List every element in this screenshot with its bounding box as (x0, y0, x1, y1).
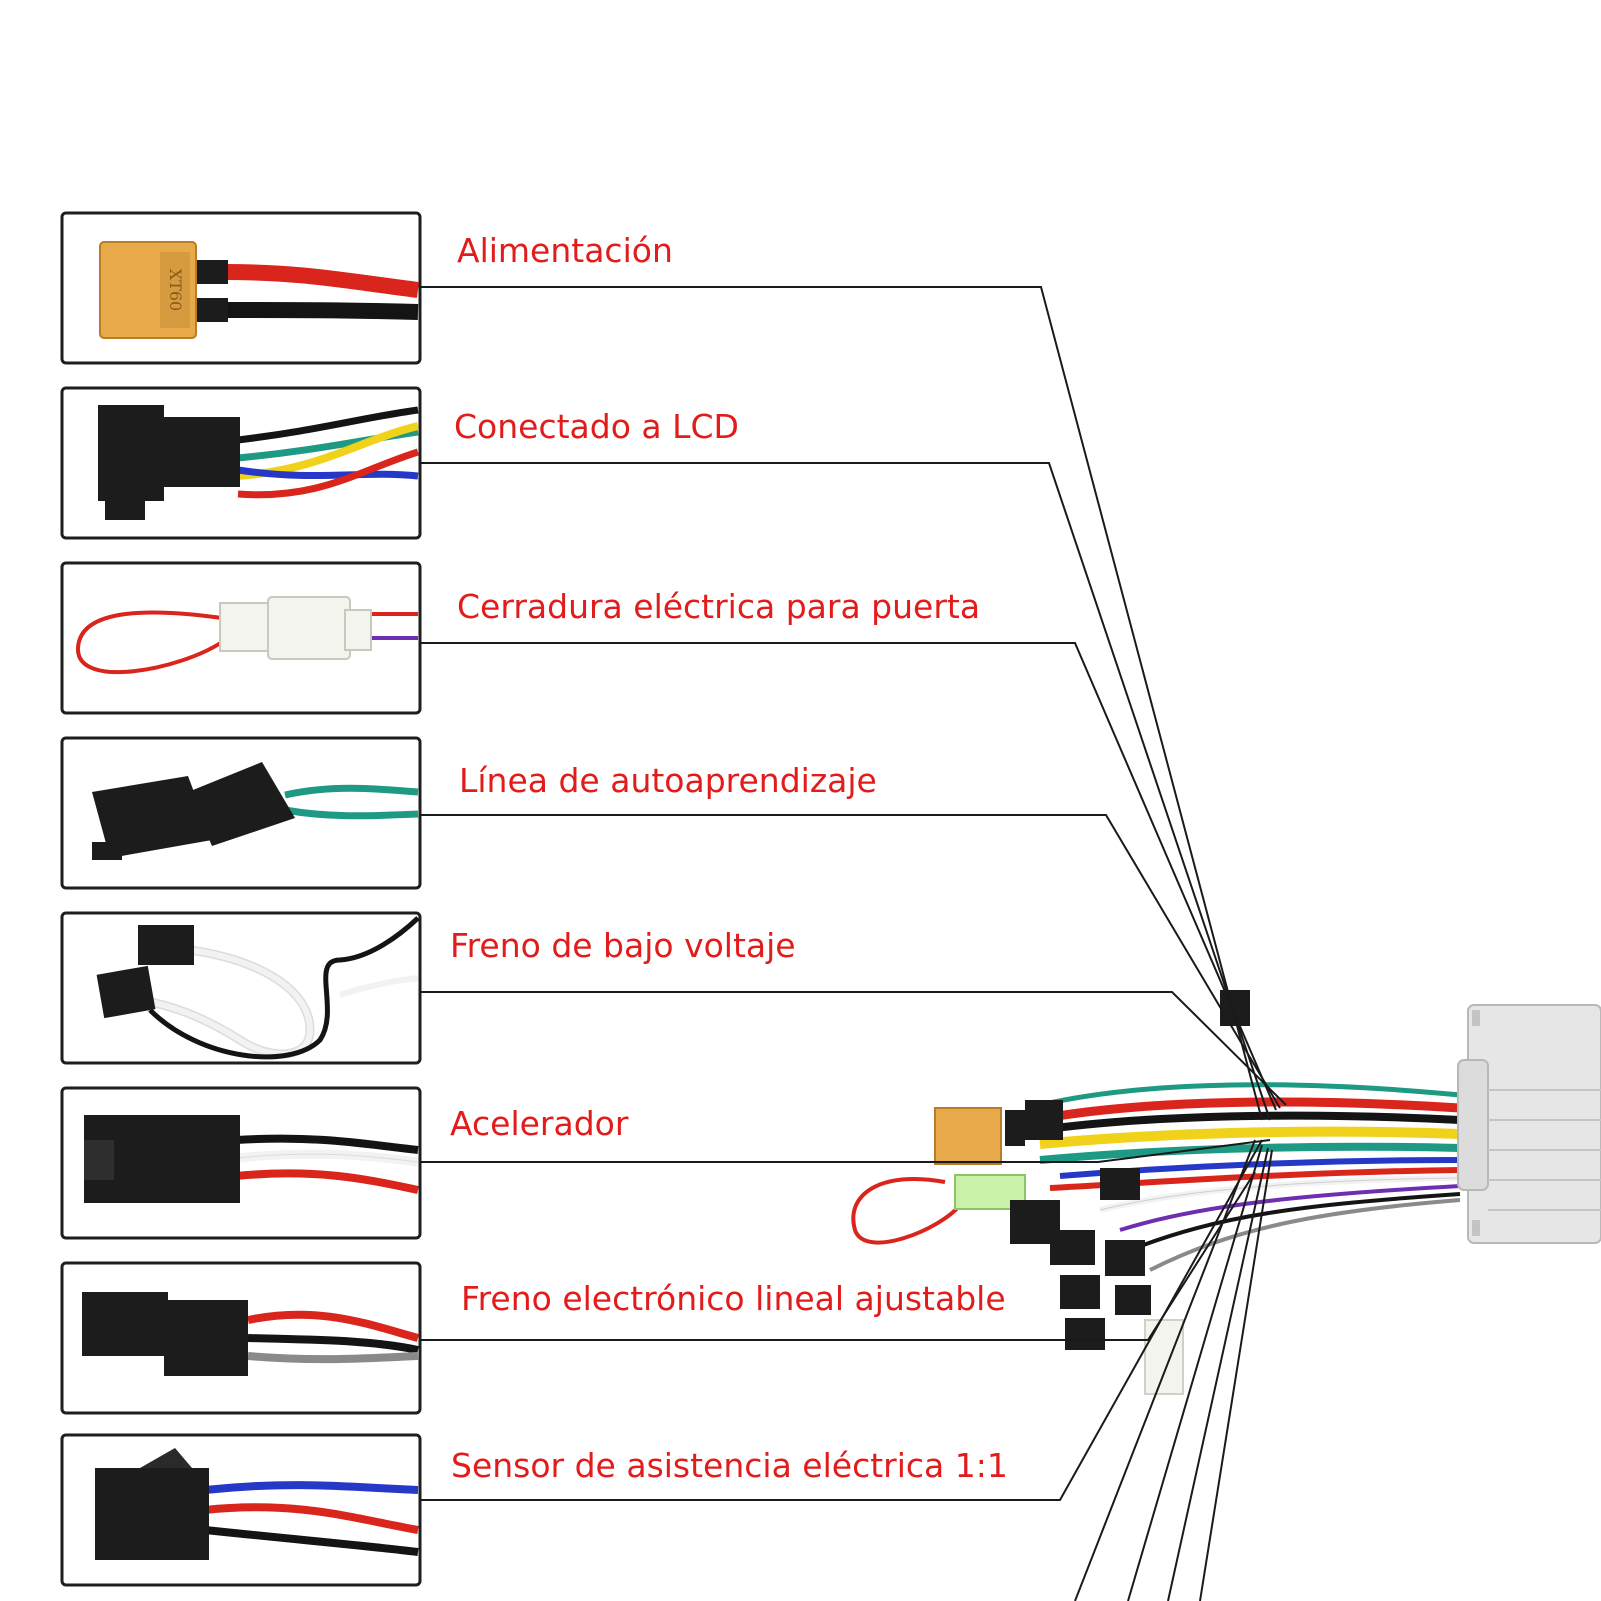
leader-line-self-learning (420, 814, 1281, 1109)
leader-line-pas-sensor (420, 1139, 1263, 1501)
leader-line-extra-2 (1127, 1144, 1263, 1601)
label-door-lock: Cerradura eléctrica para puerta (457, 587, 980, 626)
leader-line-extra-1 (1074, 1139, 1256, 1601)
lcd-multi-pin-connector-icon (98, 405, 420, 520)
leader-line-low-voltage-brake (420, 991, 1287, 1106)
linear-ebrake-connector-icon (82, 1292, 420, 1376)
xt60-power-connector-icon: XT60 (99, 241, 420, 339)
leader-lines (420, 286, 1287, 1601)
leader-line-lcd (420, 462, 1271, 1121)
label-power: Alimentación (457, 231, 673, 270)
leader-line-power (420, 286, 1263, 1121)
label-pas-sensor: Sensor de asistencia eléctrica 1:1 (451, 1446, 1008, 1485)
label-linear-ebrake: Freno electrónico lineal ajustable (461, 1279, 1006, 1318)
leader-line-door-lock (420, 642, 1277, 1111)
label-low-voltage-brake: Freno de bajo voltaje (450, 926, 796, 965)
label-self-learning: Línea de autoaprendizaje (459, 761, 877, 800)
label-lcd: Conectado a LCD (454, 407, 739, 446)
pas-sensor-connector-icon (95, 1448, 419, 1560)
low-voltage-brake-connector-icon (96, 916, 420, 1060)
leader-line-linear-ebrake (420, 1171, 1256, 1341)
leader-line-extra-4 (1199, 1149, 1273, 1601)
motor-controller-icon (851, 990, 1601, 1395)
self-learning-connector-icon (92, 762, 419, 860)
label-throttle: Acelerador (450, 1104, 629, 1143)
leader-line-throttle (420, 1139, 1271, 1163)
throttle-connector-icon (84, 1115, 419, 1203)
xt60-marking: XT60 (166, 269, 185, 311)
leader-line-extra-3 (1167, 1147, 1269, 1601)
door-lock-loop-connector-icon (75, 596, 418, 675)
